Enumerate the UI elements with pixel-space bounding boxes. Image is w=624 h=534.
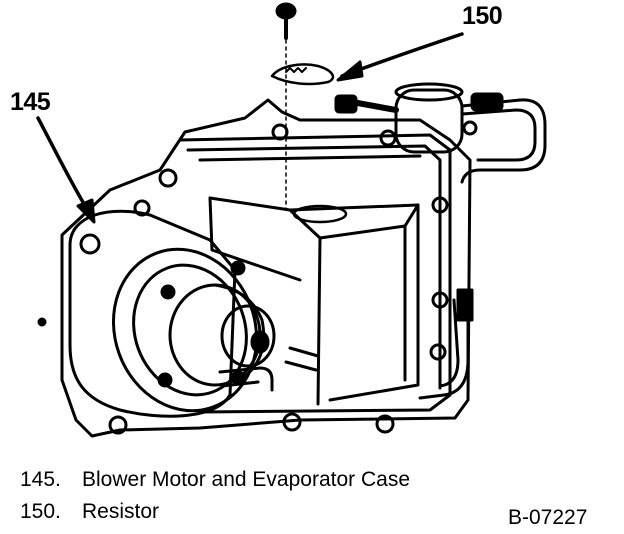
blower-housing: [37, 209, 237, 435]
legend-number: 145.: [20, 468, 61, 491]
resistor-part: [270, 63, 335, 86]
figure-code: B-07227: [508, 506, 588, 529]
accumulator-drier: [334, 82, 464, 154]
motor-cooling-tube: [218, 346, 320, 392]
blower-outlet-duct: [208, 196, 420, 406]
legend-label: Resistor: [82, 500, 160, 523]
case-mounting-flange: [60, 98, 472, 438]
legend-label: Blower Motor and Evaporator Case: [82, 468, 410, 491]
blower-motor: [111, 247, 276, 413]
callout-resistor-number: 150: [462, 2, 503, 30]
evaporator-case: [133, 120, 478, 434]
leader-arrow-145: [36, 116, 96, 224]
legend-row: 150. Resistor: [20, 500, 159, 524]
mounting-screw: [275, 2, 297, 40]
legend-row: 145. Blower Motor and Evaporator Case: [20, 468, 410, 492]
legend-number: 150.: [20, 500, 61, 523]
callout-case-number: 145: [10, 88, 51, 116]
leader-arrow-150: [336, 32, 464, 82]
refrigerant-lines: [418, 92, 547, 400]
